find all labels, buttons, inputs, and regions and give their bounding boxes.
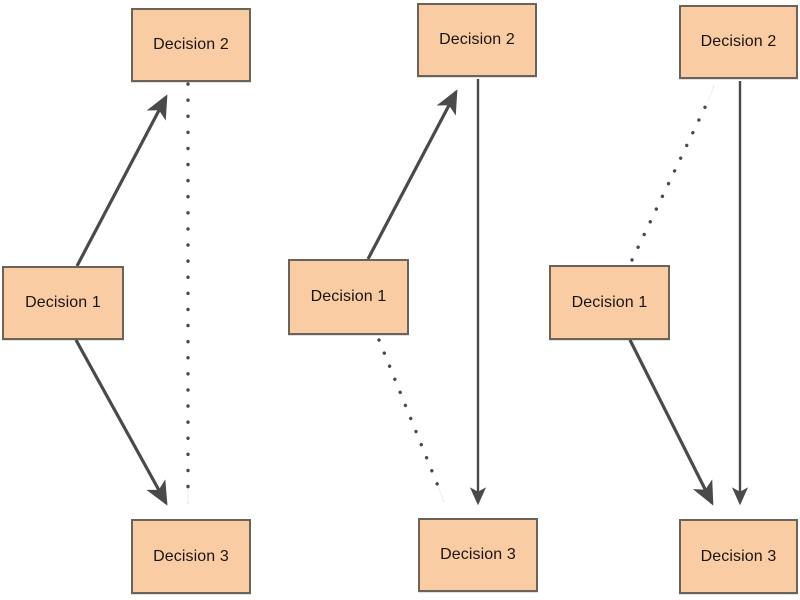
- node-label: Decision 1: [571, 293, 648, 311]
- node-label: Decision 2: [153, 36, 229, 53]
- node-left-decision-2[interactable]: Decision 2: [131, 8, 251, 82]
- edge-left-d1-to-d2: [75, 94, 168, 267]
- node-label: Decision 3: [700, 547, 777, 565]
- panel-middle-edges: [366, 79, 487, 506]
- node-label: Decision 2: [439, 31, 515, 48]
- node-right-decision-3[interactable]: Decision 3: [679, 519, 798, 594]
- edge-mid-d1-to-d3: [377, 338, 440, 488]
- panel-left-edges: [74, 82, 190, 506]
- node-label: Decision 1: [310, 288, 387, 305]
- node-middle-decision-3[interactable]: Decision 3: [418, 518, 538, 592]
- node-label: Decision 2: [700, 33, 777, 50]
- edge-right-d1-to-d3: [628, 339, 714, 506]
- node-left-decision-1[interactable]: Decision 1: [2, 266, 124, 340]
- edge-mid-d1-to-d3-arrowhead: [437, 485, 445, 503]
- node-label: Decision 3: [440, 546, 516, 563]
- node-middle-decision-2[interactable]: Decision 2: [417, 3, 537, 77]
- edge-right-d1-to-d2-arrowhead: [707, 85, 715, 102]
- edge-left-d1-to-d3: [74, 339, 168, 506]
- node-label: Decision 1: [25, 294, 101, 311]
- node-right-decision-1[interactable]: Decision 1: [549, 265, 670, 340]
- edge-right-d1-to-d2: [630, 99, 710, 262]
- node-label: Decision 3: [153, 547, 229, 565]
- node-middle-decision-1[interactable]: Decision 1: [288, 259, 409, 335]
- node-left-decision-3[interactable]: Decision 3: [131, 519, 251, 594]
- panel-right-edges: [628, 81, 749, 506]
- node-right-decision-2[interactable]: Decision 2: [679, 5, 798, 79]
- edge-mid-d1-to-d2: [366, 89, 458, 260]
